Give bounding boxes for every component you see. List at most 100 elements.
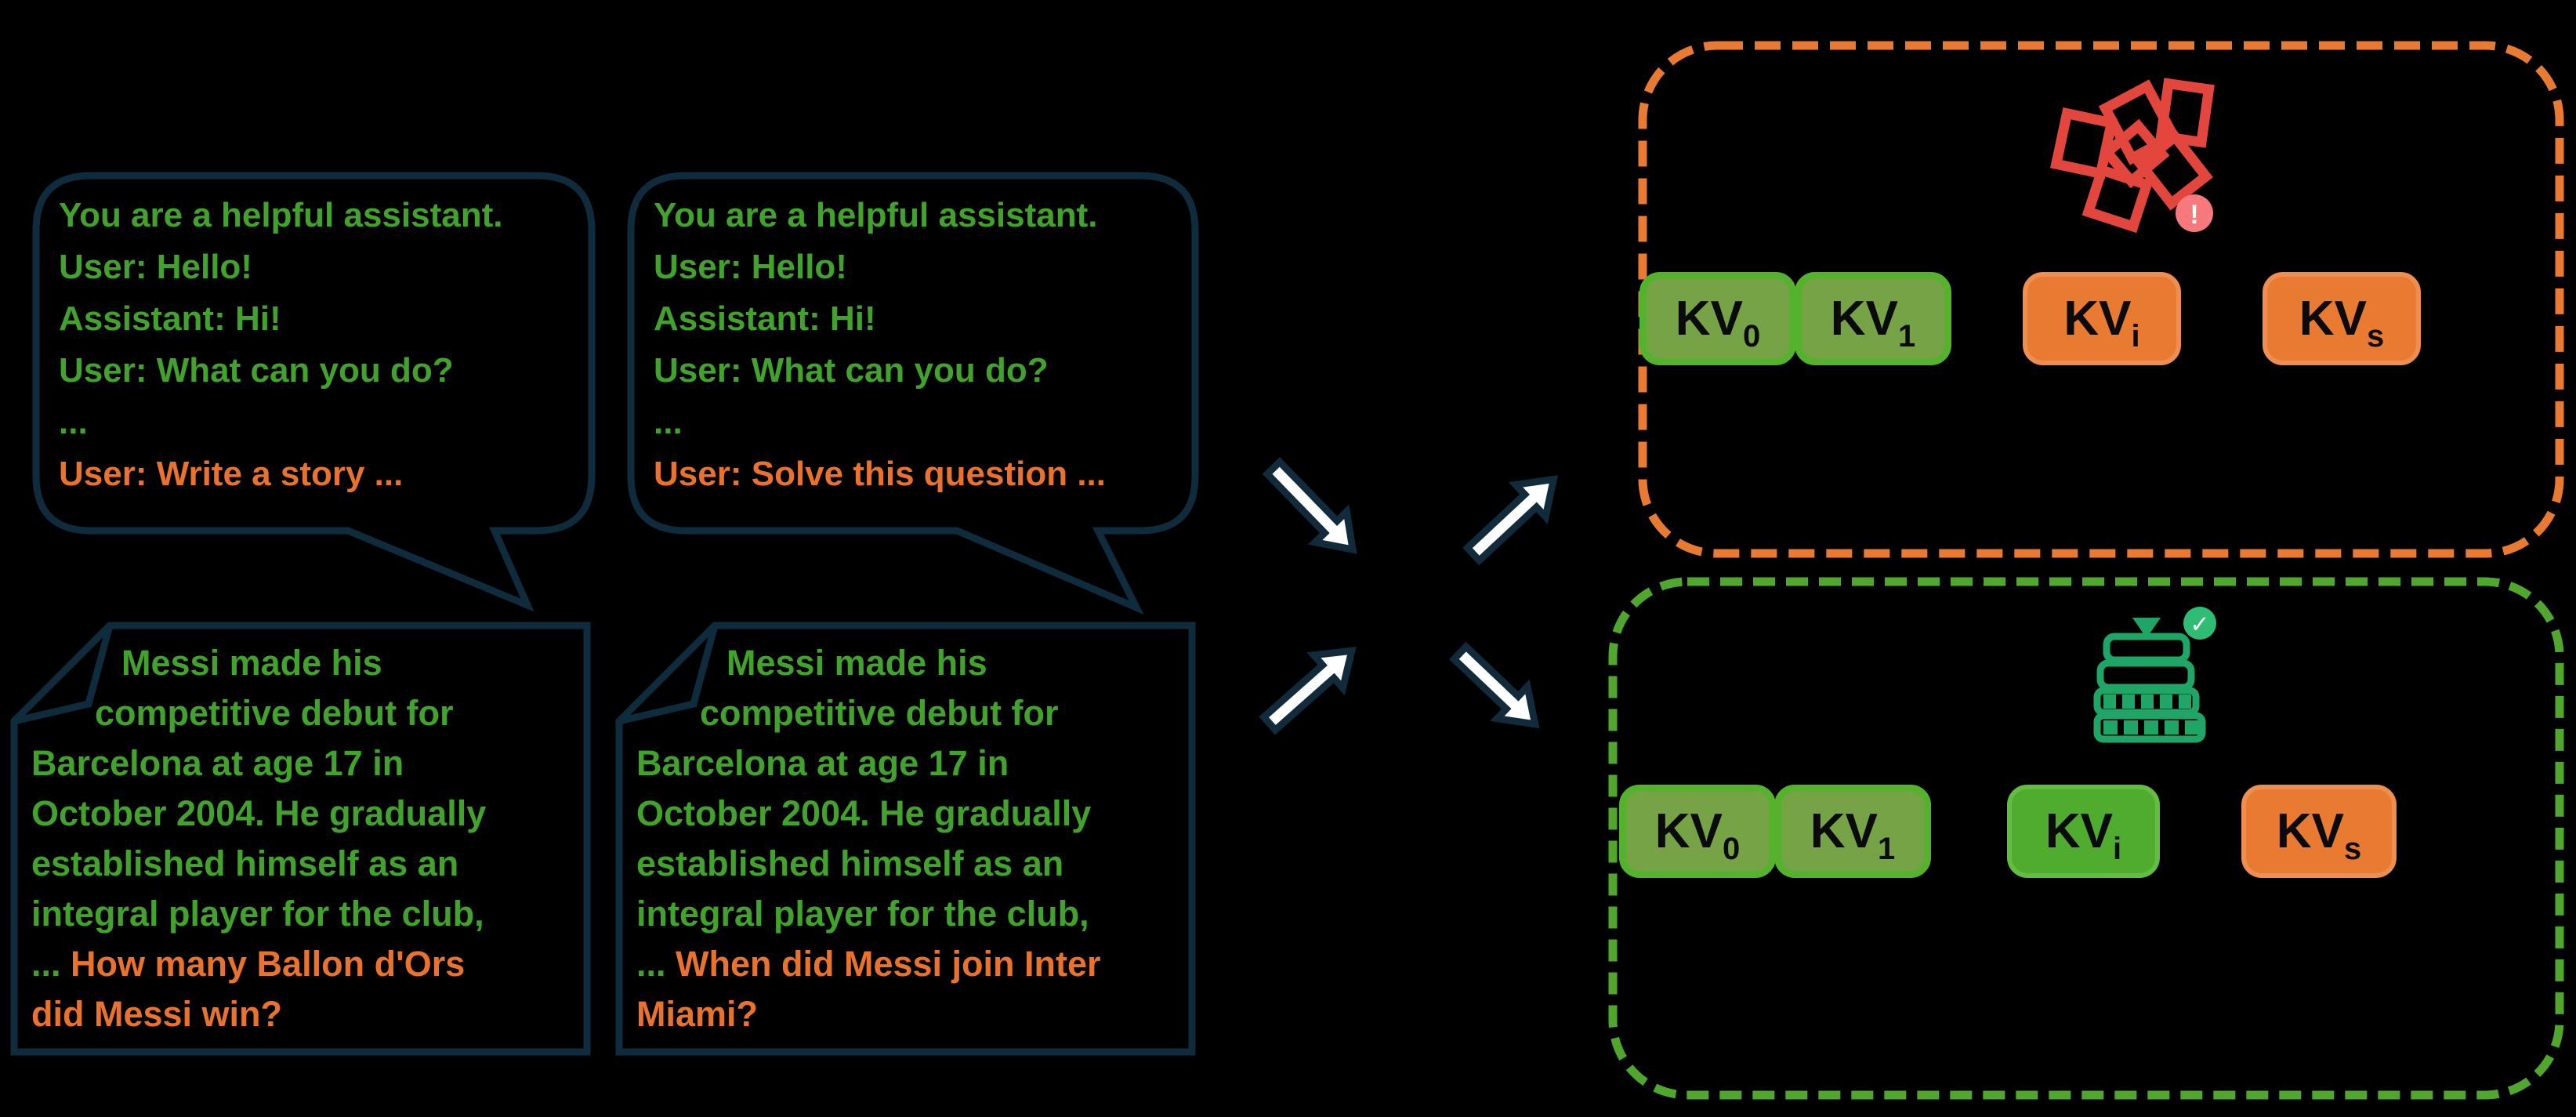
text-segment: Assistant: Hi! [59,299,281,338]
text-segment: did Messi win? [31,994,283,1034]
kv-block-label: KV [1675,291,1743,346]
text-segment: October 2004. He gradually [31,793,487,833]
text-line: established himself as an [31,839,486,889]
text-segment: competitive debut for [95,693,454,733]
kv-block-subscript: i [2113,831,2122,866]
flow-arrows [1259,456,1559,735]
text-line: ... How many Ballon d'Ors [31,939,486,989]
conversation-text-1: You are a helpful assistant. User: Hello!… [59,190,502,500]
text-line: Miami? [636,989,1101,1039]
text-line: Barcelona at age 17 in [636,738,1101,789]
compressed-cache-panel [1608,577,2564,1100]
text-segment: Barcelona at age 17 in [31,743,404,783]
text-line: Messi made his [636,638,1101,688]
text-line: competitive debut for [31,688,486,738]
stacked-layers-icon [2093,618,2206,743]
text-line: User: Solve this question ... [654,448,1106,500]
text-segment: User: Hello! [654,248,847,286]
text-segment: Miami? [636,994,759,1034]
scattered-pages-icon [2050,78,2215,234]
text-segment: User: What can you do? [654,351,1049,390]
text-line: competitive debut for [636,688,1101,738]
conversation-text-2: You are a helpful assistant. User: Hello!… [654,190,1106,500]
text-segment: ... [654,403,683,441]
kv-block-subscript: s [2366,318,2385,354]
kv-block-subscript: 0 [1722,831,1741,866]
arrow-in-bottom-icon [1259,647,1357,735]
text-segment: User: What can you do? [59,351,454,390]
text-line: User: What can you do? [654,345,1106,397]
text-line: User: Hello! [59,241,502,293]
text-segment: established himself as an [31,843,459,883]
text-segment: User: Hello! [59,248,252,286]
text-line: You are a helpful assistant. [59,190,502,241]
document-note-2 [615,622,1196,1056]
text-line: ... [59,397,502,448]
document-note-2-fold-icon [618,624,719,725]
arrow-out-top-icon [1462,475,1559,566]
kv-block-label: KV [1810,803,1878,858]
text-line: Messi made his [31,638,486,688]
text-line: You are a helpful assistant. [654,190,1106,241]
text-segment: established himself as an [636,843,1064,883]
kv-block-subscript: 1 [1877,831,1896,866]
kv-block-subscript: 0 [1742,318,1761,354]
text-segment: ... [31,944,71,984]
text-segment: October 2004. He gradually [636,793,1092,833]
alert-badge-text: ! [2190,200,2198,230]
text-line: User: Write a story ... [59,448,502,500]
text-segment: ... [59,403,88,441]
kv-block-subscript: s [2343,831,2362,866]
text-line: Assistant: Hi! [654,293,1106,345]
text-segment: You are a helpful assistant. [59,196,503,234]
text-segment: Messi made his [726,643,987,683]
conversation-bubble-1 [32,172,596,612]
check-badge-text: ✓ [2190,612,2209,638]
check-badge: ✓ [2183,607,2216,640]
alert-badge: ! [2176,194,2213,232]
text-line: did Messi win? [31,989,486,1039]
kv-block-label: KV [2299,291,2367,346]
kv-block-subscript: 1 [1897,318,1916,354]
text-line: established himself as an [636,839,1101,889]
text-line: ... [654,397,1106,448]
text-segment: Assistant: Hi! [654,299,876,338]
text-segment: When did Messi join Inter [676,944,1101,984]
kv-block-subscript: i [2131,318,2140,354]
text-line: integral player for the club, [636,889,1101,939]
kv-block-label: KV [1830,291,1898,346]
kv-block-label: KV [2045,803,2113,858]
text-segment: integral player for the club, [31,894,484,934]
text-segment: You are a helpful assistant. [654,196,1098,234]
conversation-bubble-2 [627,172,1199,615]
arrow-in-top-icon [1262,456,1357,554]
text-line: October 2004. He gradually [31,789,486,839]
text-line: ... When did Messi join Inter [636,939,1101,989]
text-segment: How many Ballon d'Ors [71,944,466,984]
document-note-1 [10,622,591,1056]
text-segment: competitive debut for [700,693,1059,733]
arrow-out-bottom-icon [1449,641,1540,729]
text-segment: ... [636,944,676,984]
text-line: Assistant: Hi! [59,293,502,345]
text-segment: Barcelona at age 17 in [636,743,1009,783]
kv-block-label: KV [2063,291,2132,346]
text-segment: integral player for the club, [636,894,1089,934]
text-segment: Messi made his [121,643,382,683]
text-line: October 2004. He gradually [636,789,1101,839]
document-note-1-fold-icon [13,624,114,725]
text-line: User: Hello! [654,241,1106,293]
kv-block-label: KV [1654,803,1723,858]
